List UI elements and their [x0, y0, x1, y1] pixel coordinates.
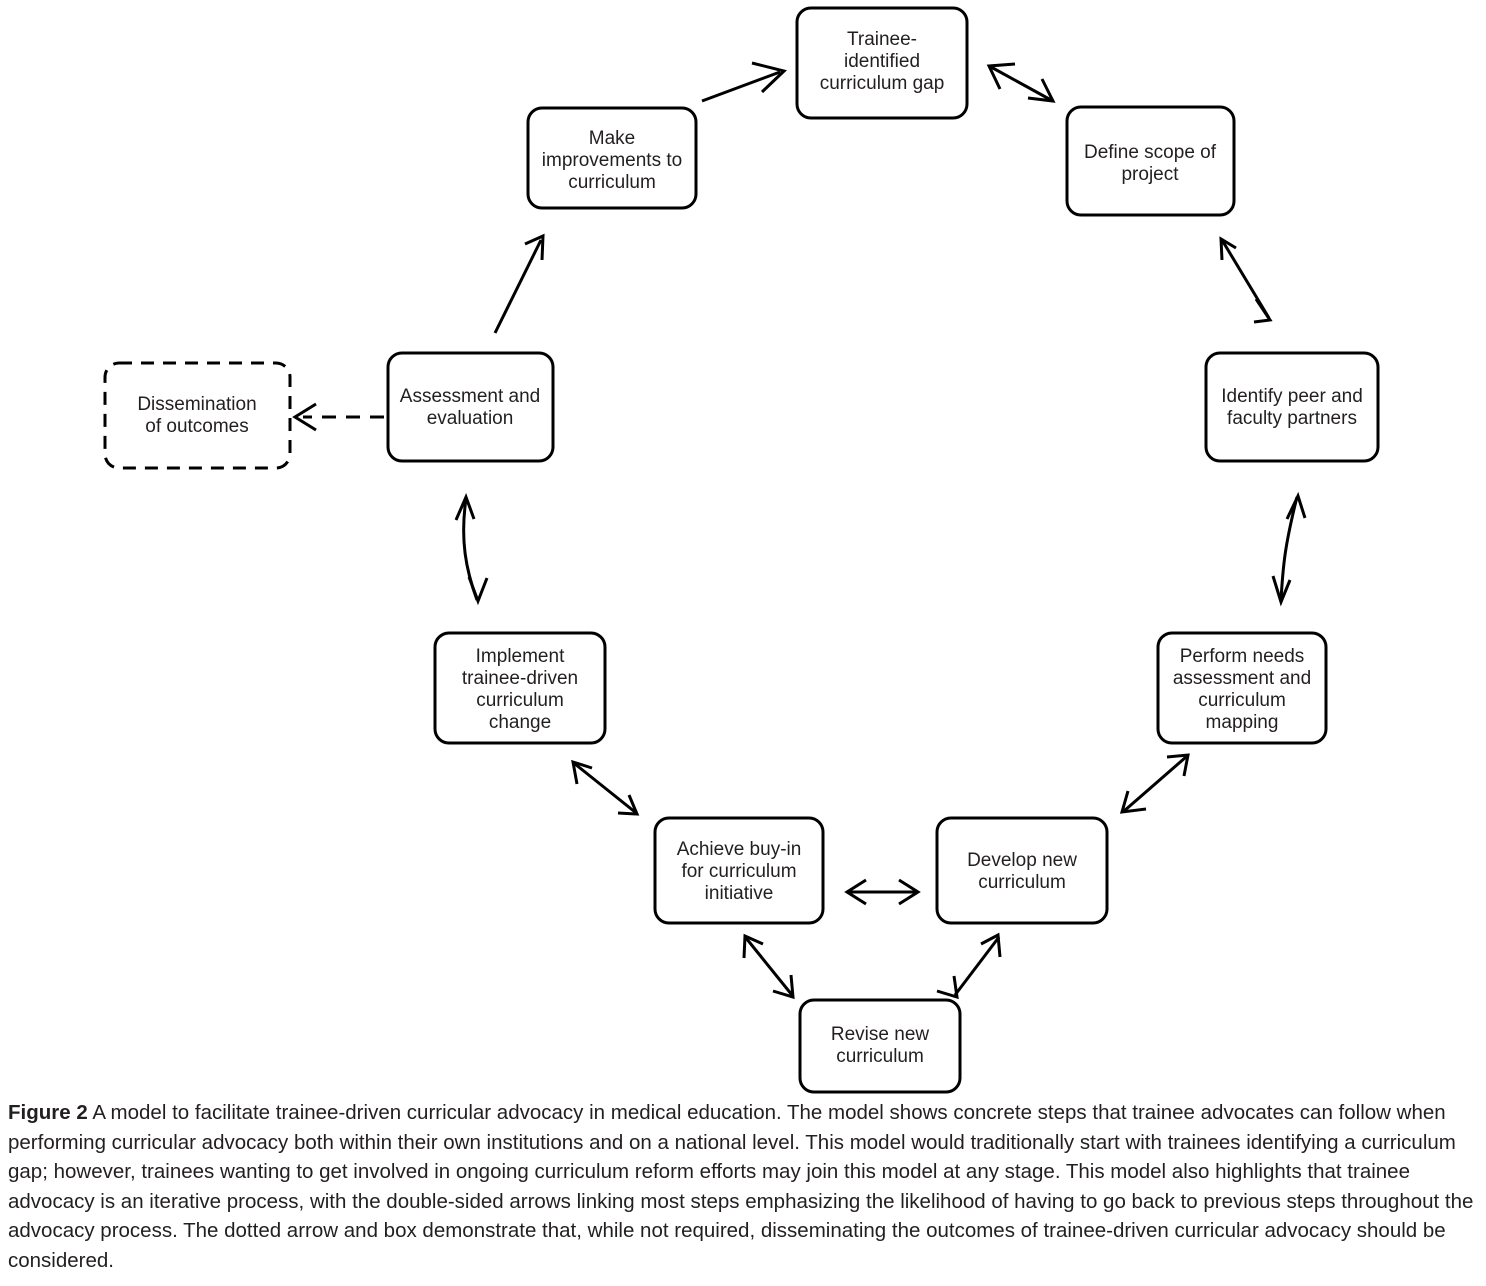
figure-caption: Figure 2 A model to facilitate trainee-d… — [8, 1098, 1478, 1275]
node-revise-new-curriculum[interactable]: Revise new curriculum — [798, 998, 962, 1094]
node-box-assessment-and-evaluation[interactable] — [386, 351, 555, 463]
connector-assessment-to-dissemination — [292, 402, 384, 432]
node-assessment-and-evaluation[interactable]: Assessment and evaluation — [386, 351, 555, 463]
node-label-line: Trainee- — [847, 29, 917, 50]
node-box-trainee-identified-curriculum-gap[interactable] — [795, 6, 969, 120]
connector-achieve-buy-in-to-implement-change — [571, 759, 640, 816]
node-label-line: Implement — [476, 646, 565, 667]
connector-define-scope-to-identify-partners — [1219, 236, 1273, 324]
node-label-line: Define scope of — [1084, 142, 1217, 163]
node-label-line: Dissemination — [137, 394, 256, 415]
node-box-implement-trainee-driven-curriculum-change[interactable] — [433, 631, 607, 745]
node-box-revise-new-curriculum[interactable] — [798, 998, 962, 1094]
connector-implement-change-to-assessment — [454, 492, 489, 606]
node-label-line: Identify peer and — [1221, 386, 1363, 407]
connector-achieve-buy-in-to-develop-curriculum — [844, 878, 921, 906]
node-label-line: mapping — [1206, 712, 1279, 733]
node-label-line: curriculum — [978, 872, 1066, 893]
node-trainee-identified-curriculum-gap[interactable]: Trainee- identified curriculum gap — [795, 6, 969, 120]
connector-make-improvements-to-trainee-gap — [701, 61, 788, 103]
node-label-line: Assessment and — [400, 386, 540, 407]
connector-identify-partners-to-perform-needs — [1271, 491, 1307, 607]
node-label-line: curriculum — [836, 1046, 924, 1067]
node-label-line: for curriculum — [681, 861, 796, 882]
node-label-line: curriculum gap — [820, 73, 945, 94]
node-label-line: change — [489, 712, 551, 733]
connectors-layer — [292, 61, 1307, 1000]
node-label-line: Develop new — [967, 850, 1077, 871]
figure-caption-label: Figure 2 — [8, 1101, 88, 1124]
figure-caption-text: A model to facilitate trainee-driven cur… — [8, 1101, 1474, 1272]
node-label-line: Make — [589, 128, 635, 149]
node-perform-needs-assessment-and-curriculum-mapping[interactable]: Perform needs assessment and curriculum … — [1156, 631, 1328, 745]
node-box-achieve-buy-in-for-curriculum-initiative[interactable] — [653, 816, 825, 925]
node-define-scope-of-project[interactable]: Define scope of project — [1065, 105, 1236, 217]
connector-develop-to-revise-curriculum — [936, 932, 1002, 1000]
node-label-line: identified — [844, 51, 920, 72]
nodes-layer: Trainee- identified curriculum gap Defin… — [103, 6, 1380, 1094]
node-label-line: improvements to — [542, 150, 682, 171]
node-box-dissemination-of-outcomes[interactable] — [103, 361, 292, 470]
node-box-make-improvements-to-curriculum[interactable] — [526, 106, 698, 210]
node-label-line: initiative — [705, 883, 774, 904]
node-label-line: curriculum — [1198, 690, 1286, 711]
node-label-line: Revise new — [831, 1024, 929, 1045]
connector-trainee-gap-to-define-scope — [986, 62, 1056, 103]
node-develop-new-curriculum[interactable]: Develop new curriculum — [935, 816, 1109, 925]
node-label-line: faculty partners — [1227, 408, 1357, 429]
node-dissemination-of-outcomes[interactable]: Dissemination of outcomes — [103, 361, 292, 470]
node-box-identify-peer-and-faculty-partners[interactable] — [1204, 351, 1380, 463]
cycle-flowchart: Trainee- identified curriculum gap Defin… — [103, 6, 1380, 1094]
node-label-line: evaluation — [427, 408, 514, 429]
diagram-area: Trainee- identified curriculum gap Defin… — [103, 6, 1380, 1094]
node-label-line: Achieve buy-in — [677, 839, 802, 860]
connector-perform-needs-to-develop-curriculum — [1119, 753, 1190, 814]
connector-revise-to-achieve-buy-in — [742, 933, 795, 1000]
node-achieve-buy-in-for-curriculum-initiative[interactable]: Achieve buy-in for curriculum initiative — [653, 816, 825, 925]
node-box-perform-needs-assessment-and-curriculum-mapping[interactable] — [1156, 631, 1328, 745]
node-make-improvements-to-curriculum[interactable]: Make improvements to curriculum — [526, 106, 698, 210]
connector-assessment-to-make-improvements — [493, 233, 545, 334]
node-label-line: of outcomes — [145, 416, 249, 437]
node-label-line: Perform needs — [1180, 646, 1305, 667]
node-label-line: curriculum — [568, 172, 656, 193]
node-implement-trainee-driven-curriculum-change[interactable]: Implement trainee-driven curriculum chan… — [433, 631, 607, 745]
node-label-line: assessment and — [1173, 668, 1311, 689]
node-label-line: trainee-driven — [462, 668, 578, 689]
node-label-line: project — [1121, 164, 1179, 185]
node-box-define-scope-of-project[interactable] — [1065, 105, 1236, 217]
node-box-develop-new-curriculum[interactable] — [935, 816, 1109, 925]
node-identify-peer-and-faculty-partners[interactable]: Identify peer and faculty partners — [1204, 351, 1380, 463]
node-label-line: curriculum — [476, 690, 564, 711]
